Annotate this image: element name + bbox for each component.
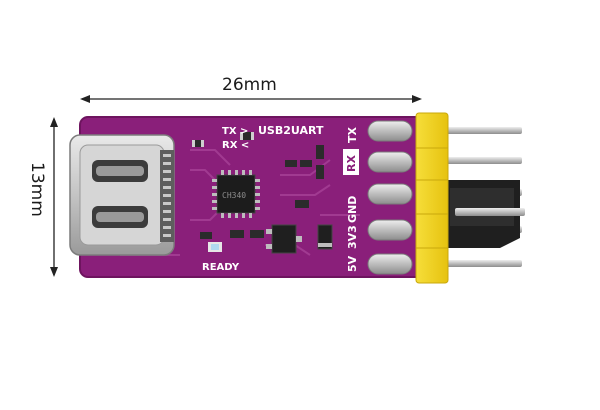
passive-components [192,132,324,239]
ready-label: READY [202,262,240,273]
pin-label-5v: 5V [346,255,359,272]
height-dimension: 13mm [27,117,58,277]
voltage-regulator [266,224,302,254]
pcb-board: CH340 TX > RX < USB2UART READY 5V 3V3 GN… [69,116,433,278]
tx-marker: TX > [222,126,248,137]
pin-label-rx-box [343,149,359,175]
pin-label-3v3: 3V3 [346,225,359,249]
width-arrow-left [80,95,90,103]
height-label: 13mm [27,162,47,217]
pin-header-housing [415,112,449,284]
header-pins [440,127,525,267]
usb-uart-chip: CH340 [212,170,260,218]
ready-led [208,242,222,252]
width-dimension: 26mm [80,75,422,103]
rx-marker: RX < [222,140,249,151]
width-arrow-right [412,95,422,103]
pin-label-rx: RX [345,155,358,172]
board-title: USB2UART [258,124,324,137]
pin-label-gnd: GND [346,196,359,223]
usb-c-connector [69,134,175,256]
chip-marking: CH340 [222,191,246,200]
header-solder-pads [367,120,413,275]
pin-label-tx: TX [346,126,359,143]
pin-labels: 5V 3V3 GND RX TX [343,126,359,272]
height-arrow-bottom [50,267,58,277]
height-arrow-top [50,117,58,127]
width-label: 26mm [222,75,277,95]
